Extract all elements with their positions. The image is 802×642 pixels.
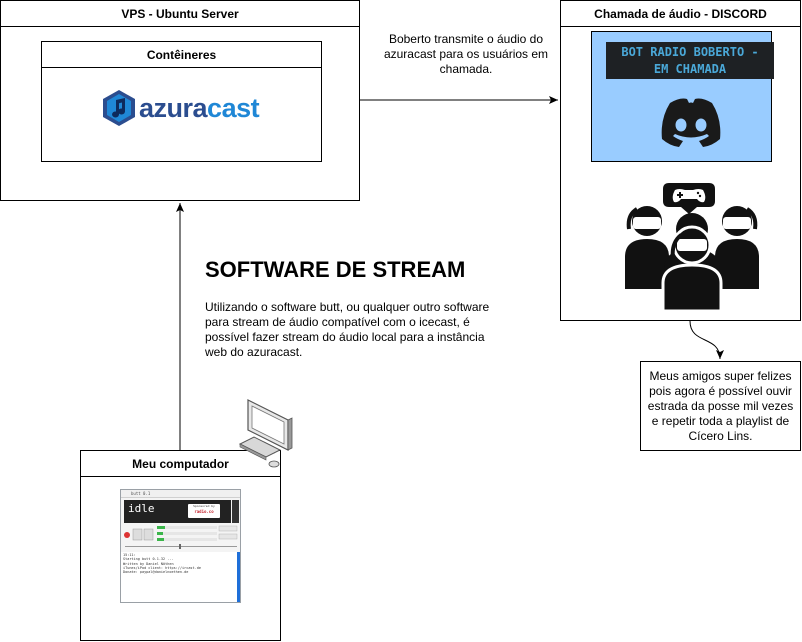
bot-status-line1: BOT RADIO BOBERTO - <box>621 45 759 59</box>
butt-sponsor-text: Sponsored by <box>193 504 215 508</box>
butt-meter-2 <box>157 532 217 535</box>
azuracast-logo: azuracast <box>101 89 260 127</box>
butt-info-button <box>218 533 238 540</box>
butt-app-window: butt 0.1 idle Sponsored by radio.co 15:1… <box>120 489 241 603</box>
azuracast-wordmark-part1: azura <box>139 92 208 123</box>
azuracast-wordmark: azuracast <box>139 92 260 124</box>
butt-meter-1 <box>157 526 217 529</box>
bot-status-label: BOT RADIO BOBERTO - EM CHAMADA <box>606 42 774 79</box>
butt-controls <box>124 525 238 549</box>
butt-titlebar: butt 0.1 <box>121 490 240 498</box>
butt-play-button <box>132 528 143 541</box>
discord-to-note-arrow <box>689 320 724 360</box>
desktop-computer-icon <box>238 399 293 468</box>
transmit-description: Boberto transmite o áudio do azuracast p… <box>383 32 549 76</box>
butt-settings-button <box>218 525 238 532</box>
discord-bot-panel: BOT RADIO BOBERTO - EM CHAMADA <box>591 31 774 162</box>
gamer-group-icon <box>625 183 759 313</box>
azuracast-logo-icon <box>103 90 135 126</box>
butt-meter-3 <box>157 538 217 541</box>
friends-note-text: Meus amigos super felizes pois agora é p… <box>647 368 794 443</box>
vps-container: VPS - Ubuntu Server Contêineres azuracas… <box>0 0 360 201</box>
vps-title: VPS - Ubuntu Server <box>1 1 359 27</box>
butt-log-scrollbar <box>237 552 240 602</box>
discord-logo-icon <box>661 98 721 147</box>
discord-title: Chamada de áudio - DISCORD <box>561 1 800 27</box>
butt-sponsor-badge: Sponsored by radio.co <box>188 504 220 518</box>
azuracast-wordmark-part2: cast <box>207 92 260 123</box>
butt-log-area: 15:11: Starting butt 0.1.32 ... Written … <box>121 552 240 602</box>
containers-title: Contêineres <box>42 42 321 68</box>
discord-call-container: Chamada de áudio - DISCORD BOT RADIO BOB… <box>560 0 801 321</box>
butt-sponsor-logo: radio.co <box>194 509 214 514</box>
butt-side-panel <box>232 500 239 523</box>
friends-note: Meus amigos super felizes pois agora é p… <box>640 361 801 451</box>
butt-record-icon <box>124 532 130 538</box>
my-computer-container: Meu computador butt 0.1 idle Sponsored b… <box>80 450 281 641</box>
pc-title: Meu computador <box>81 451 280 477</box>
containers-box: Contêineres azuracast <box>41 41 322 162</box>
butt-status-text: idle <box>128 502 155 515</box>
bot-status-line2: EM CHAMADA <box>653 62 727 76</box>
butt-stop-button <box>143 528 154 541</box>
butt-display: idle Sponsored by radio.co <box>124 500 231 523</box>
stream-description: Utilizando o software butt, ou qualquer … <box>205 300 490 359</box>
stream-section-title: SOFTWARE DE STREAM <box>205 257 466 282</box>
